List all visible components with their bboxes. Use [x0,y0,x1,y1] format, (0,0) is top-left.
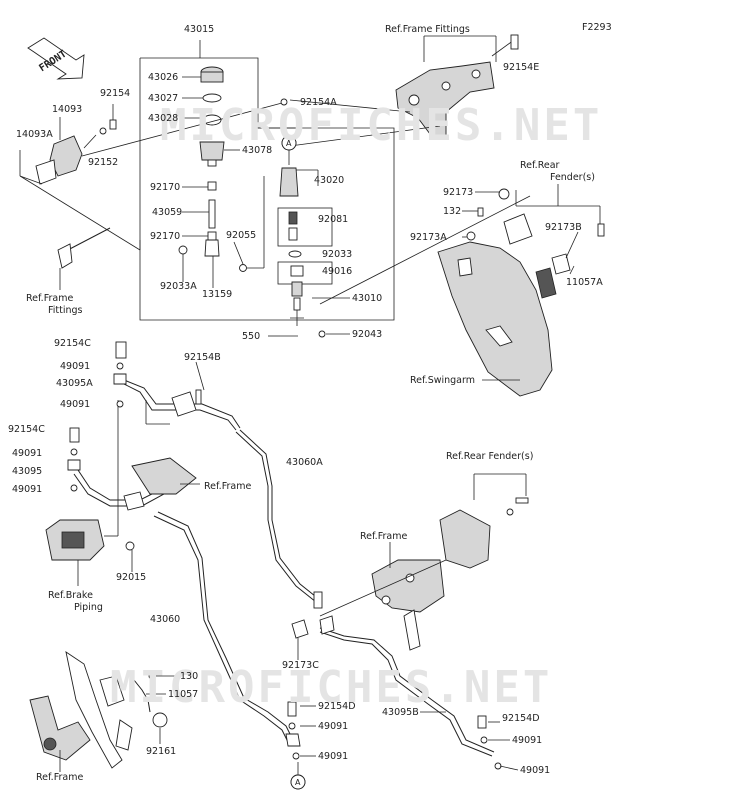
label-92173a: 92173A [410,232,447,243]
label-132: 132 [443,206,462,217]
label-92173: 92173 [443,187,474,198]
bracket-14093 [19,98,288,251]
label-43010: 43010 [352,293,383,304]
label-92081: 92081 [318,214,349,225]
label-43095a: 43095A [56,378,93,389]
figure-code: F2293 [582,22,612,33]
label-550: 550 [242,331,261,342]
label-130: 130 [180,671,199,682]
rear-master-cylinder [268,135,350,338]
bottom-left-frame [29,651,178,772]
label-92154a: 92154A [300,97,337,108]
abs-hose-assembly [45,341,321,747]
label-43028: 43028 [148,113,179,124]
ref-frame-lower-right: Ref.Frame [360,531,408,542]
label-92161: 92161 [146,746,177,757]
label-49091-8: 49091 [520,765,551,776]
label-49091-2: 49091 [60,399,91,410]
label-43095: 43095 [12,466,43,477]
ref-rear-fender-lower: Ref.Rear Fender(s) [446,451,534,462]
label-14093a: 14093A [16,129,53,140]
label-92055: 92055 [226,230,257,241]
callout-a-top-letter: A [286,139,292,148]
label-43060: 43060 [150,614,181,625]
ref-frame-fittings-top: Ref.Frame Fittings [385,24,470,35]
label-92173b: 92173B [545,222,582,233]
label-92015: 92015 [116,572,147,583]
box-49016 [277,261,333,285]
ref-swingarm: Ref.Swingarm [410,375,475,386]
leaders-master [182,76,265,288]
label-49016: 49016 [322,266,353,277]
ref-frame-mid: Ref.Frame [204,481,252,492]
label-49091-6: 49091 [318,751,349,762]
box-92081 [277,207,333,247]
callout-a-top [281,135,297,151]
label-49091-4: 49091 [12,484,43,495]
label-92173c: 92173C [282,660,319,671]
label-92154c-1: 92154C [54,338,91,349]
label-92170-a: 92170 [150,182,181,193]
label-92154e: 92154E [503,62,540,73]
rear-frame-assembly [291,473,529,771]
label-49091-3: 49091 [12,448,43,459]
ref-brake-piping-2: Piping [74,602,103,613]
label-92170-b: 92170 [150,231,181,242]
label-43026: 43026 [148,72,179,83]
watermark-top: MICROFICHES.NET [160,100,603,151]
label-13159: 13159 [202,289,233,300]
ref-rear-fender-2: Fender(s) [550,172,595,183]
label-92033: 92033 [322,249,353,260]
label-43059: 43059 [152,207,183,218]
swingarm-assembly [319,184,605,397]
label-14093: 14093 [52,104,83,115]
label-43027: 43027 [148,93,179,104]
label-92154c-2: 92154C [8,424,45,435]
front-arrow-icon [27,37,85,80]
label-49091-5: 49091 [318,721,349,732]
label-92033a: 92033A [160,281,197,292]
frame-fitting-top [289,34,519,147]
label-92154: 92154 [100,88,131,99]
label-92154d-2: 92154D [502,713,540,724]
label-92154d-1: 92154D [318,701,356,712]
label-43095b: 43095B [382,707,419,718]
label-43015: 43015 [184,24,215,35]
callout-a-bottom-letter: A [295,778,301,787]
ref-rear-fender-1: Ref.Rear [520,160,560,171]
callout-a-bottom [290,774,306,790]
master-cylinder-box [139,40,395,321]
frame-fitting-left [57,227,111,290]
label-49091-7: 49091 [512,735,543,746]
label-92043: 92043 [352,329,383,340]
label-49091-1: 49091 [60,361,91,372]
label-92154b: 92154B [184,352,221,363]
ref-frame-bottom-left: Ref.Frame [36,772,84,783]
label-11057: 11057 [168,689,199,700]
ref-frame-fittings-left-1: Ref.Frame [26,293,74,304]
watermark-bottom: MICROFICHES.NET [110,662,553,713]
label-92152: 92152 [88,157,119,168]
label-43020: 43020 [314,175,345,186]
label-43078: 43078 [242,145,273,156]
label-11057a: 11057A [566,277,603,288]
ref-frame-fittings-left-2: Fittings [48,305,83,316]
ref-brake-piping-1: Ref.Brake [48,590,93,601]
label-43060a: 43060A [286,457,323,468]
